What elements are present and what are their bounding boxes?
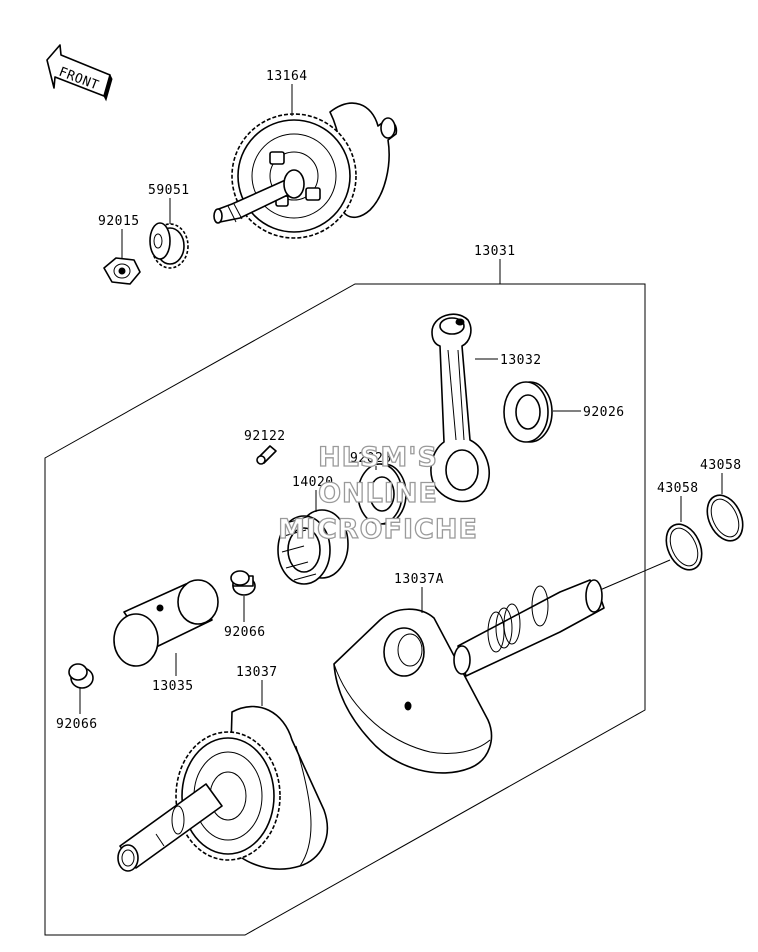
part-14020-needle-bearing bbox=[277, 509, 349, 585]
part-13035-crank-pin bbox=[113, 579, 219, 667]
label-14020: 14020 bbox=[292, 475, 334, 490]
label-13037A: 13037A bbox=[394, 572, 444, 587]
part-13037A-crankshaft-half bbox=[333, 579, 605, 774]
front-direction-arrow: FRONT bbox=[46, 44, 113, 102]
label-92015: 92015 bbox=[98, 214, 140, 229]
watermark-line-2: ONLINE bbox=[318, 478, 438, 509]
part-92066-bushing-mid bbox=[230, 570, 256, 596]
watermark: HLSM'S ONLINE MICROFICHE bbox=[277, 441, 478, 545]
label-13164: 13164 bbox=[266, 69, 308, 84]
part-13037-crankshaft-gear bbox=[117, 705, 329, 872]
part-13032-connecting-rod bbox=[430, 313, 490, 503]
label-92122: 92122 bbox=[244, 429, 286, 444]
part-92066-bushing-low bbox=[68, 663, 94, 689]
part-92015-nut bbox=[103, 257, 141, 285]
label-13031: 13031 bbox=[474, 244, 516, 259]
label-92026-center: 92026 bbox=[350, 451, 392, 466]
part-13164-crankshaft bbox=[213, 102, 398, 239]
part-43058-ring-low bbox=[665, 523, 703, 571]
label-92066-mid: 92066 bbox=[224, 625, 266, 640]
label-92026-right: 92026 bbox=[583, 405, 625, 420]
part-92026-washer-right bbox=[503, 381, 553, 443]
part-92122-pin bbox=[256, 445, 277, 465]
part-43058-ring-top bbox=[706, 494, 744, 542]
watermark-line-3: MICROFICHE bbox=[278, 514, 478, 545]
label-13037: 13037 bbox=[236, 665, 278, 680]
label-43058-low: 43058 bbox=[657, 481, 699, 496]
label-92066-low: 92066 bbox=[56, 717, 98, 732]
watermark-line-1: HLSM'S bbox=[318, 442, 438, 473]
label-13035: 13035 bbox=[152, 679, 194, 694]
label-13032: 13032 bbox=[500, 353, 542, 368]
part-92026-washer-center bbox=[357, 463, 407, 525]
part-59051-gear bbox=[149, 222, 189, 269]
label-59051: 59051 bbox=[148, 183, 190, 198]
label-43058-top: 43058 bbox=[700, 458, 742, 473]
assembly-boundary-13031 bbox=[44, 283, 646, 936]
